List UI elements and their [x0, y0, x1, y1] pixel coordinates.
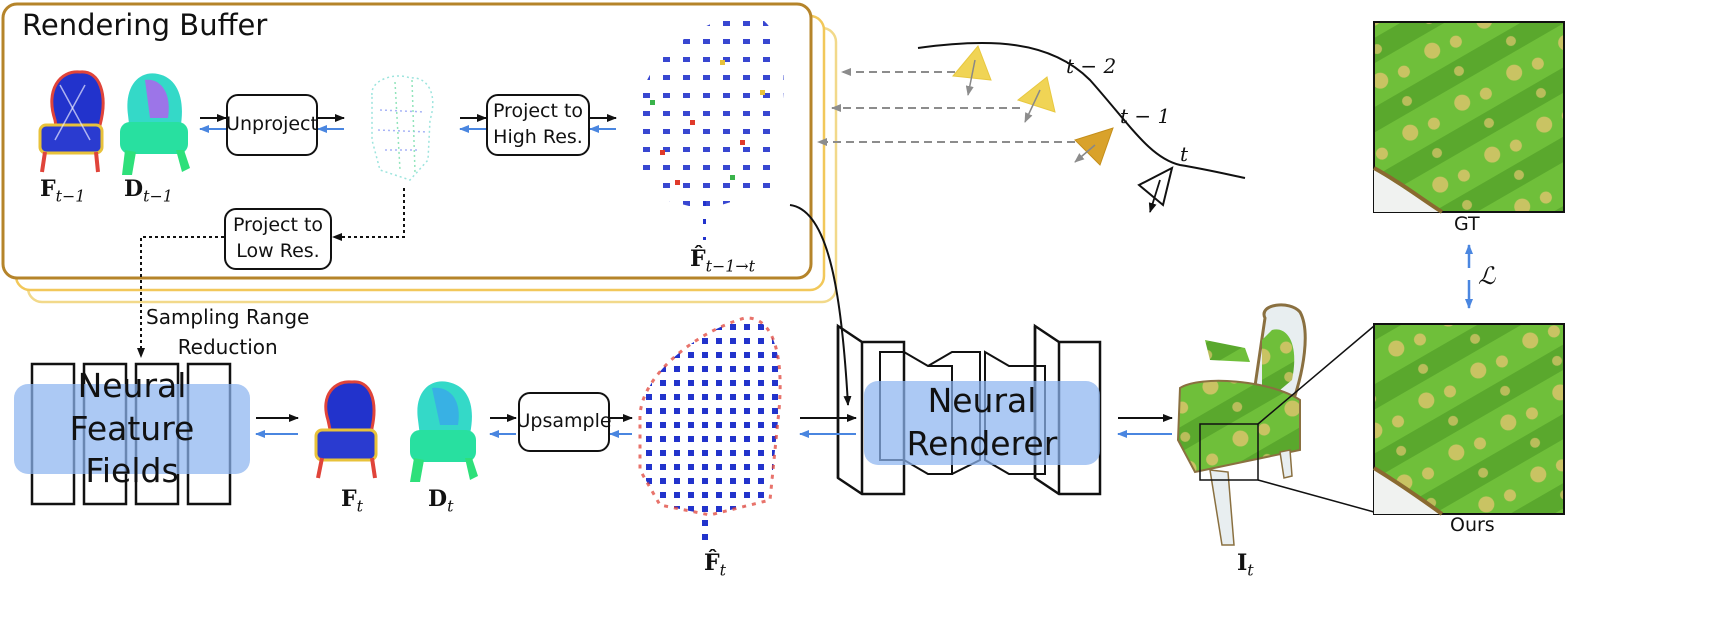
- camera-t: [1137, 166, 1174, 213]
- feature-image-prev: [38, 70, 105, 173]
- unproject-box: Unproject: [226, 94, 318, 156]
- symbol-f-t: Ft: [341, 486, 363, 516]
- neural-feature-fields-label: Neural Feature Fields: [69, 365, 195, 491]
- symbol-d-t-sub: t: [447, 496, 454, 516]
- upsample-box: Upsample: [516, 392, 612, 452]
- symbol-i-t-sub: t: [1247, 560, 1254, 580]
- time-label-t-minus-2: t − 2: [1066, 54, 1117, 78]
- symbol-f-hat-warp: F̂t−1→t: [690, 246, 755, 276]
- symbol-d-prev-sub: t−1: [143, 186, 173, 206]
- sampling-range-label: Sampling Range Reduction: [146, 305, 310, 359]
- time-label-t: t: [1180, 142, 1189, 166]
- symbol-f-hat-t: F̂t: [704, 550, 726, 580]
- project-low-box: Project to Low Res.: [224, 208, 332, 270]
- ours-label: Ours: [1450, 514, 1495, 536]
- symbol-f-prev-base: F: [40, 176, 56, 202]
- symbol-d-t: Dt: [428, 486, 453, 516]
- depth-image-current: [410, 381, 478, 482]
- symbol-f-hat-warp-base: F̂: [690, 246, 706, 272]
- depth-image-prev: [120, 73, 190, 175]
- camera-trajectory: [917, 41, 1246, 179]
- symbol-f-prev-sub: t−1: [55, 186, 86, 206]
- ours-crop: [1372, 323, 1565, 516]
- symbol-f-t-sub: t: [356, 496, 363, 516]
- project-high-box: Project to High Res.: [486, 94, 590, 156]
- gt-crop: [1373, 21, 1565, 214]
- point-cloud: [371, 75, 434, 181]
- neural-feature-fields: Neural Feature Fields: [14, 366, 250, 490]
- unproject-label: Unproject: [226, 113, 318, 136]
- symbol-f-hat-warp-sub: t−1→t: [705, 256, 755, 276]
- symbol-d-prev: Dt−1: [124, 176, 173, 206]
- dotted-arrow-to-low-res: [332, 188, 405, 241]
- camera-t-minus-1: [1016, 76, 1056, 123]
- symbol-i-t: It: [1237, 550, 1254, 580]
- neural-renderer: Neural Renderer: [864, 381, 1100, 465]
- project-high-label: Project to High Res.: [492, 100, 584, 148]
- neural-renderer-label: Neural Renderer: [906, 381, 1058, 463]
- project-low-label: Project to Low Res.: [232, 214, 324, 262]
- zoom-line-top: [1257, 325, 1375, 425]
- symbol-f-hat-t-sub: t: [719, 560, 726, 580]
- dense-feature-map: [638, 316, 782, 540]
- rendering-buffer-title: Rendering Buffer: [22, 8, 268, 42]
- feature-image-current: [314, 380, 378, 479]
- warp-to-renderer-arrow: [789, 204, 852, 406]
- camera-t-current-prev: [1074, 127, 1114, 166]
- gt-label: GT: [1454, 213, 1480, 235]
- rendering-buffer-frame: [1, 2, 813, 280]
- symbol-f-prev: Ft−1: [40, 176, 85, 206]
- rendered-chair: [1176, 303, 1307, 546]
- camera-t-minus-2: [952, 45, 992, 96]
- loss-symbol: ℒ: [1478, 262, 1496, 290]
- dotted-arrow-to-feature-fields: [137, 236, 224, 358]
- symbol-d-t-base: D: [428, 486, 448, 512]
- symbol-d-prev-base: D: [124, 176, 144, 202]
- warped-feature-map: [640, 14, 784, 240]
- zoom-line-bottom: [1257, 479, 1375, 513]
- symbol-f-t-base: F: [341, 486, 357, 512]
- symbol-i-t-base: I: [1237, 550, 1248, 576]
- symbol-f-hat-t-base: F̂: [704, 550, 720, 576]
- upsample-label: Upsample: [516, 410, 612, 433]
- time-label-t-minus-1: t − 1: [1120, 104, 1171, 128]
